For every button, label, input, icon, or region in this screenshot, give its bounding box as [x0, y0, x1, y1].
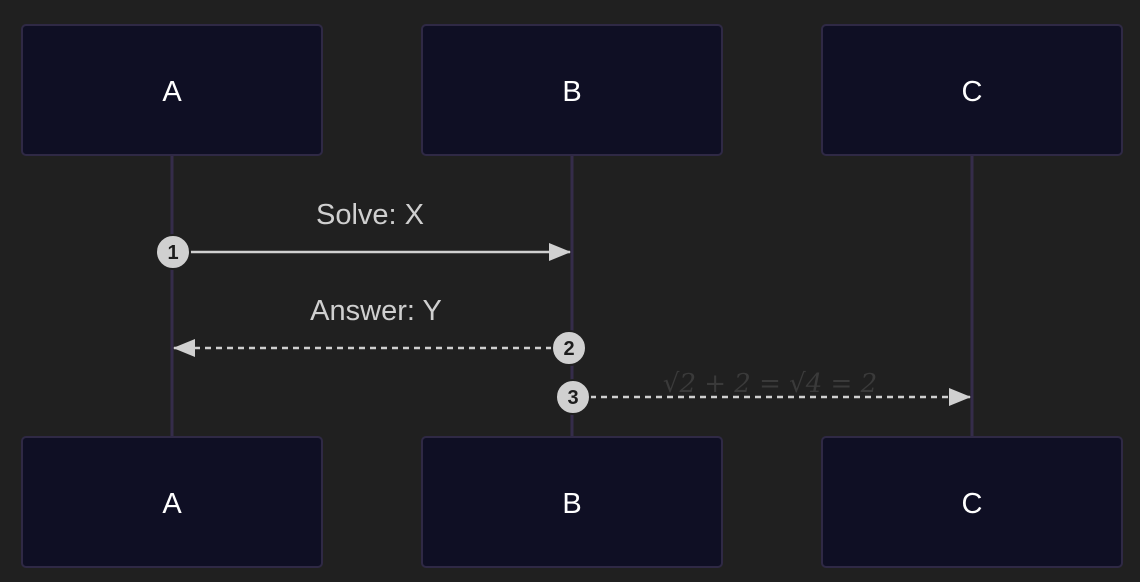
message-2-number-badge — [551, 330, 587, 366]
actor-c-top: C — [821, 24, 1123, 156]
actor-b-bottom: B — [421, 436, 723, 568]
message-1-number: 1 — [167, 242, 178, 264]
message-2: Answer: Y 2 — [173, 295, 587, 366]
message-1-label: Solve: X — [316, 199, 424, 231]
actor-b-bottom-label: B — [562, 488, 581, 520]
message-3-number-badge — [555, 379, 591, 415]
actor-a-top: A — [21, 24, 323, 156]
actor-c-bottom: C — [821, 436, 1123, 568]
actor-c-bottom-label: C — [962, 488, 983, 520]
message-2-number: 2 — [563, 338, 574, 360]
actor-a-bottom: A — [21, 436, 323, 568]
message-2-label: Answer: Y — [310, 295, 442, 327]
message-3-number: 3 — [567, 387, 578, 409]
actor-b-top-label: B — [562, 76, 581, 108]
message-3-label: √2 + 2 = √4 = 2 — [663, 369, 877, 399]
message-3: √2 + 2 = √4 = 2 3 — [555, 369, 971, 415]
actor-a-top-label: A — [162, 76, 182, 108]
message-1: Solve: X 1 — [155, 199, 571, 270]
message-1-number-badge — [155, 234, 191, 270]
actor-a-bottom-label: A — [162, 488, 182, 520]
actor-c-top-label: C — [962, 76, 983, 108]
actor-b-top: B — [421, 24, 723, 156]
